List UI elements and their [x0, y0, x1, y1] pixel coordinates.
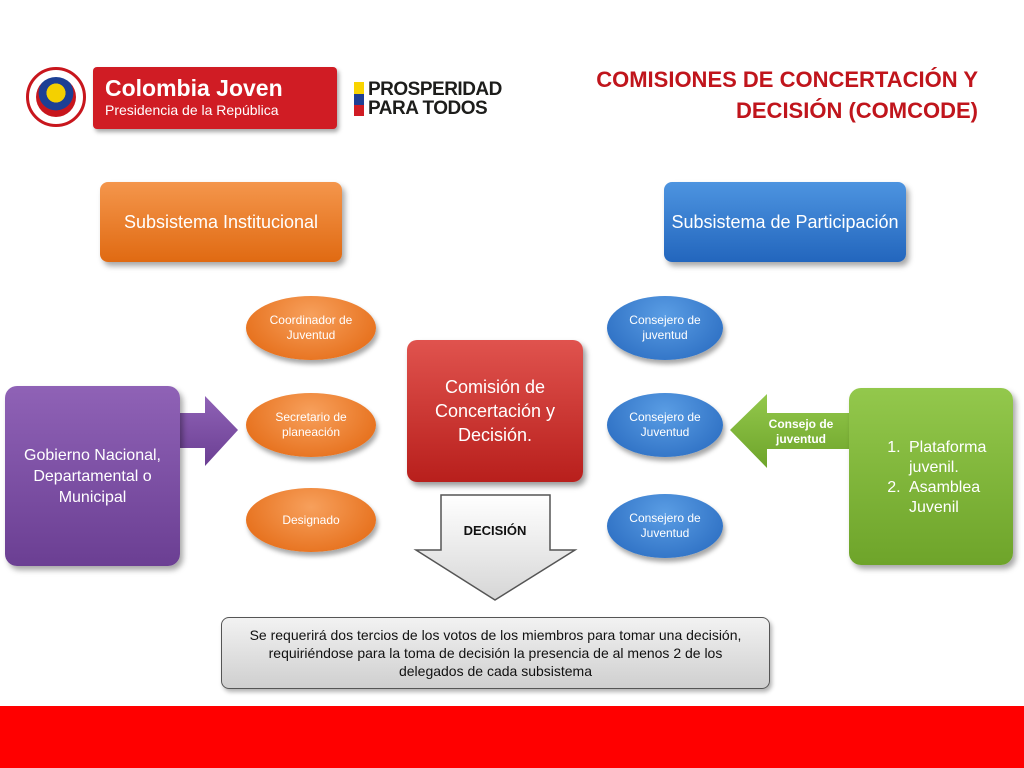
- republica-de-colombia-seal: [26, 67, 86, 127]
- page-title: COMISIONES DE CONCERTACIÓN Y DECISIÓN (C…: [470, 64, 978, 126]
- institutional-member-label: Coordinador de Juventud: [269, 313, 353, 342]
- coat-of-arms-icon: [36, 77, 76, 117]
- consejero-juventud-oval: Consejero de juventud: [607, 296, 723, 360]
- youth-sources-box: Plataforma juvenil. Asamblea Juvenil: [849, 388, 1013, 565]
- participation-member-label: Consejero de Juventud: [629, 511, 701, 540]
- secretario-planeacion-oval: Secretario de planeación: [246, 393, 376, 457]
- voting-rule-text: Se requerirá dos tercios de los votos de…: [249, 627, 742, 679]
- comision-concertacion-label: Comisión de Concertación y Decisión.: [434, 377, 556, 445]
- colombia-joven-logo: Colombia Joven Presidencia de la Repúbli…: [93, 67, 337, 129]
- youth-source-item: Plataforma juvenil.: [905, 438, 1005, 478]
- consejo-juventud-label: Consejo de juventud: [768, 417, 834, 446]
- footer-bar: [0, 706, 1024, 768]
- coordinador-juventud-oval: Coordinador de Juventud: [246, 296, 376, 360]
- institutional-member-label: Designado: [282, 512, 340, 527]
- page-title-line2: DECISIÓN (COMCODE): [736, 98, 978, 123]
- subsistema-institucional-box: Subsistema Institucional: [100, 182, 342, 262]
- consejero-juventud-oval: Consejero de Juventud: [607, 494, 723, 558]
- subsistema-participacion-box: Subsistema de Participación: [664, 182, 906, 262]
- consejo-juventud-arrow: [730, 394, 850, 468]
- flag-stripe-yellow: [354, 82, 364, 94]
- consejero-juventud-oval: Consejero de Juventud: [607, 393, 723, 457]
- government-arrow: [176, 396, 238, 466]
- youth-sources-list: Plataforma juvenil. Asamblea Juvenil: [865, 438, 1005, 518]
- participation-member-label: Consejero de juventud: [629, 313, 701, 342]
- youth-source-item: Asamblea Juvenil: [905, 478, 1005, 518]
- decision-arrow: [413, 494, 578, 601]
- institutional-member-label: Secretario de planeación: [275, 410, 347, 439]
- prosperidad-para-todos-logo: PROSPERIDAD PARA TODOS: [368, 80, 502, 118]
- subsistema-participacion-label: Subsistema de Participación: [671, 212, 899, 232]
- prosperidad-line1: PROSPERIDAD: [368, 79, 502, 100]
- flag-stripe-red: [354, 105, 364, 116]
- comision-concertacion-box: Comisión de Concertación y Decisión.: [407, 340, 583, 482]
- gobierno-box: Gobierno Nacional, Departamental o Munic…: [5, 386, 180, 566]
- colombia-joven-subtitle: Presidencia de la República: [105, 102, 279, 118]
- colombia-joven-title: Colombia Joven: [105, 75, 283, 101]
- designado-oval: Designado: [246, 488, 376, 552]
- gobierno-label: Gobierno Nacional, Departamental o Munic…: [24, 446, 161, 506]
- prosperidad-line2: PARA TODOS: [368, 98, 488, 119]
- decision-label: DECISIÓN: [463, 523, 527, 538]
- participation-member-label: Consejero de Juventud: [629, 410, 701, 439]
- page-title-line1: COMISIONES DE CONCERTACIÓN Y: [596, 67, 978, 92]
- voting-rule-note: Se requerirá dos tercios de los votos de…: [221, 617, 770, 689]
- subsistema-institucional-label: Subsistema Institucional: [123, 212, 319, 232]
- flag-stripe-blue: [354, 94, 364, 105]
